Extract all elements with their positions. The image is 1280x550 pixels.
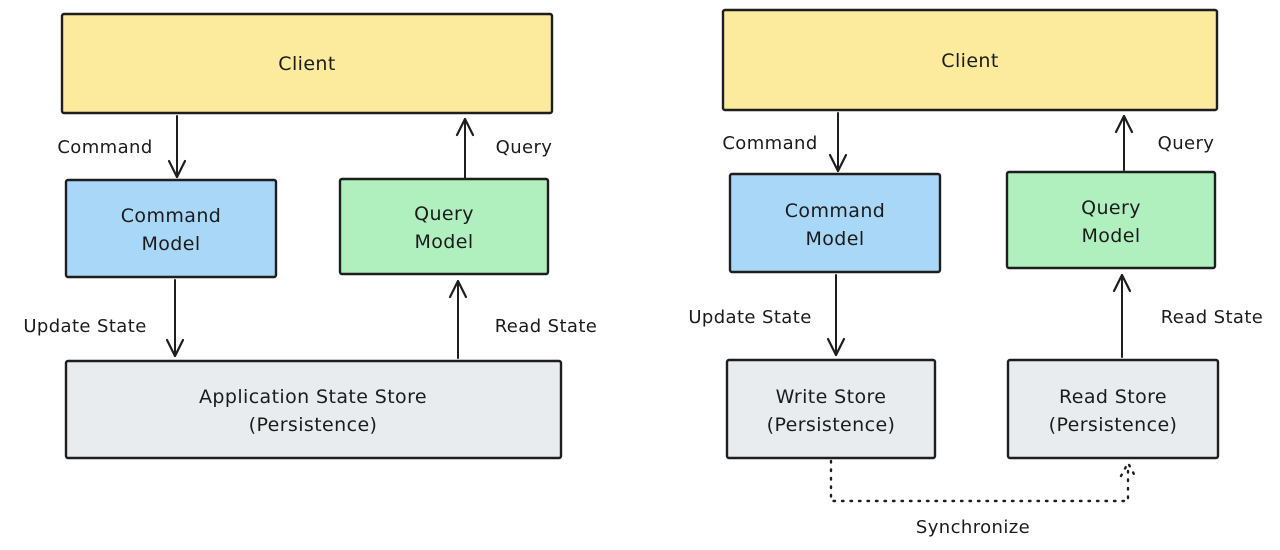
left-command-model-box[interactable] <box>64 178 278 279</box>
left-query-model-box[interactable] <box>338 177 550 276</box>
right-command-model-node[interactable]: Command Model <box>728 172 942 274</box>
right-read-state-edge-label: Read State <box>1161 307 1264 328</box>
read-store-label-line1: Read Store <box>1059 386 1167 408</box>
synchronize-dotted-arrowhead-icon <box>1119 460 1137 478</box>
read-store-node[interactable]: Read Store (Persistence) <box>1006 358 1220 460</box>
write-store-node[interactable]: Write Store (Persistence) <box>725 358 937 460</box>
write-store-label-line1: Write Store <box>776 386 887 408</box>
synchronize-arrow[interactable] <box>829 459 1137 503</box>
right-update-state-edge-label: Update State <box>688 307 811 328</box>
synchronize-dotted-path[interactable] <box>829 459 1130 503</box>
left-command-model-label-line1: Command <box>121 205 221 227</box>
left-state-store-box[interactable] <box>64 359 563 460</box>
right-query-model-label-line1: Query <box>1081 197 1141 219</box>
left-client-box[interactable] <box>60 12 554 115</box>
left-state-store-label-line2: (Persistence) <box>249 414 378 436</box>
right-client-box[interactable] <box>721 8 1219 112</box>
left-client-node[interactable]: Client <box>60 12 554 115</box>
right-command-model-label-line1: Command <box>785 200 885 222</box>
left-command-model-node[interactable]: Command Model <box>64 178 278 279</box>
left-command-edge-label: Command <box>57 137 152 158</box>
right-query-edge-label: Query <box>1158 133 1215 154</box>
synchronize-edge-label: Synchronize <box>916 517 1030 538</box>
left-query-model-label-line1: Query <box>414 203 474 225</box>
shared-store-cqrs-diagram: Client Command Query Command Model Query… <box>23 12 598 460</box>
read-store-label-line2: (Persistence) <box>1049 414 1178 436</box>
write-store-label-line2: (Persistence) <box>767 414 896 436</box>
right-client-label: Client <box>941 50 998 72</box>
right-client-node[interactable]: Client <box>721 8 1219 112</box>
left-client-label: Client <box>278 53 335 75</box>
left-query-edge-label: Query <box>496 137 553 158</box>
read-store-box[interactable] <box>1006 358 1220 460</box>
write-store-box[interactable] <box>725 358 937 460</box>
right-command-model-label-line2: Model <box>805 228 864 250</box>
right-command-model-box[interactable] <box>728 172 942 274</box>
right-command-edge-label: Command <box>722 133 817 154</box>
right-query-model-label-line2: Model <box>1081 225 1140 247</box>
left-read-state-edge-label: Read State <box>495 316 598 337</box>
left-query-model-label-line2: Model <box>414 231 473 253</box>
left-state-store-label-line1: Application State Store <box>199 386 427 408</box>
separate-stores-cqrs-diagram: Client Command Query Command Model Query… <box>688 8 1264 538</box>
right-query-model-node[interactable]: Query Model <box>1005 170 1217 270</box>
left-state-store-node[interactable]: Application State Store (Persistence) <box>64 359 563 460</box>
left-update-state-edge-label: Update State <box>23 316 146 337</box>
left-query-model-node[interactable]: Query Model <box>338 177 550 276</box>
left-command-model-label-line2: Model <box>141 233 200 255</box>
right-query-model-box[interactable] <box>1005 170 1217 270</box>
